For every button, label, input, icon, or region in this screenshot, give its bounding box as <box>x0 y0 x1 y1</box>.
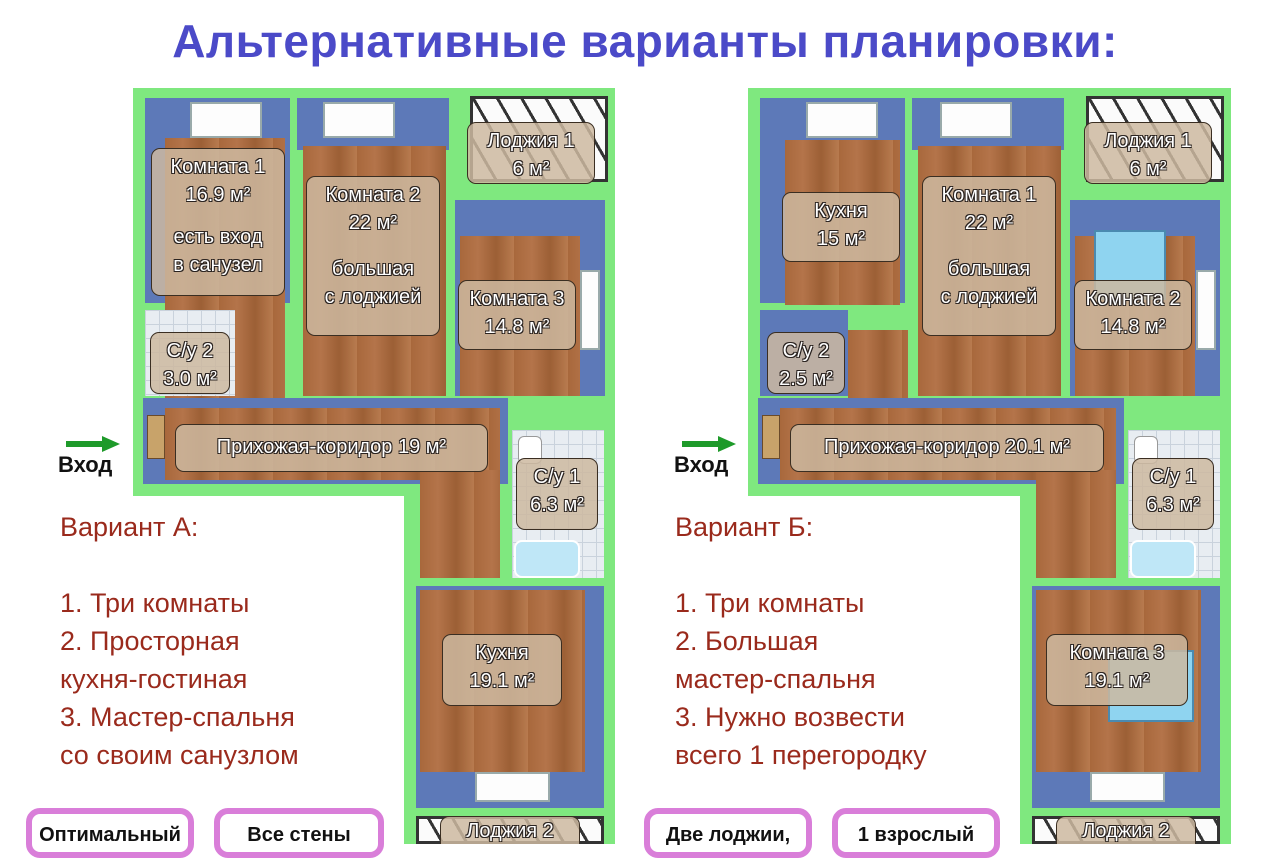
variant-heading: Вариант Б: <box>675 512 814 542</box>
window <box>475 772 550 802</box>
variant-point: 2. Большая <box>675 626 819 656</box>
variant-point: 2. Просторная <box>60 626 240 656</box>
variant-heading: Вариант А: <box>60 512 199 542</box>
badge-all-walls: Все стены <box>214 808 384 858</box>
variant-point: кухня-гостиная <box>60 664 248 694</box>
variant-point: всего 1 перегородку <box>675 740 927 770</box>
page-title: Альтернативные варианты планировки: <box>172 15 1118 67</box>
window <box>190 102 262 138</box>
entry-door <box>762 415 780 459</box>
window <box>580 270 600 350</box>
badge-optimal: Оптимальный <box>26 808 194 858</box>
bathtub <box>1130 540 1196 578</box>
variant-point: 1. Три комнаты <box>60 588 250 618</box>
badge-two-loggias: Две лоджии, <box>644 808 812 858</box>
window <box>1090 772 1165 802</box>
variant-b-description: Вариант Б: 1. Три комнаты 2. Большая мас… <box>675 508 927 774</box>
variant-point: мастер-спальня <box>675 664 876 694</box>
entry-label: Вход <box>674 452 729 477</box>
badge-one-adult: 1 взрослый <box>832 808 1000 858</box>
room-label-loggia2: Лоджия 2 <box>440 816 580 844</box>
room-label-corridor: Прихожая-коридор 20.1 м² <box>790 424 1104 472</box>
variant-point: 3. Мастер-спальня <box>60 702 295 732</box>
window <box>940 102 1012 138</box>
room-label-corridor: Прихожая-коридор 19 м² <box>175 424 488 472</box>
window <box>323 102 395 138</box>
variant-point: 1. Три комнаты <box>675 588 865 618</box>
entry-arrow-icon <box>66 436 120 452</box>
variant-point: 3. Нужно возвести <box>675 702 905 732</box>
window <box>806 102 878 138</box>
variant-a-description: Вариант А: 1. Три комнаты 2. Просторная … <box>60 508 299 774</box>
window <box>1196 270 1216 350</box>
variant-point: со своим санузлом <box>60 740 299 770</box>
bathtub <box>514 540 580 578</box>
entry-arrow-icon <box>682 436 736 452</box>
room-label-loggia2: Лоджия 2 <box>1056 816 1196 844</box>
entry-door <box>147 415 165 459</box>
entry-label: Вход <box>58 452 113 477</box>
